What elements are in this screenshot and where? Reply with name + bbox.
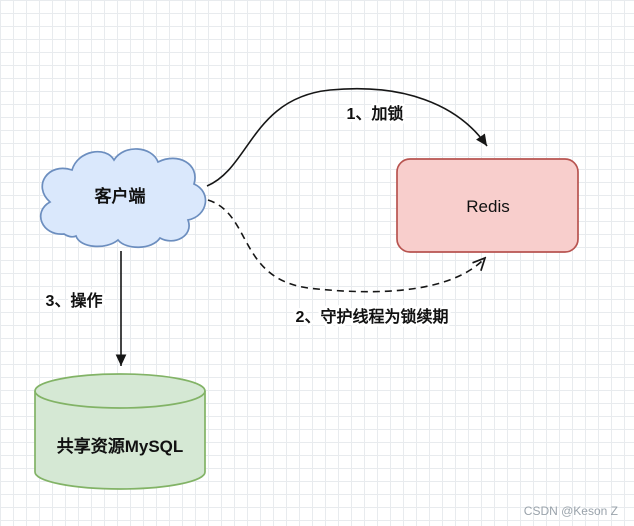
edge-operate-label: 3、操作 [46, 291, 103, 310]
edge-lock-arrow [206, 87, 488, 187]
client-label: 客户端 [94, 186, 146, 206]
mysql-cylinder-body [34, 373, 206, 490]
cloud-shape [39, 148, 207, 249]
node-mysql: 共享资源MySQL [34, 373, 206, 490]
mysql-cylinder-lid [34, 390, 206, 409]
edge-renew-label: 2、守护线程为锁续期 [296, 307, 449, 326]
watermark: CSDN @Keson Z [523, 504, 618, 518]
mysql-label: 共享资源MySQL [57, 436, 184, 456]
node-redis: Redis [396, 158, 579, 253]
redis-shape [396, 158, 579, 253]
edge-renew-arrow [207, 199, 485, 293]
redis-label: Redis [466, 197, 509, 216]
edge-lock-label: 1、加锁 [347, 104, 404, 123]
node-client: 客户端 [39, 148, 207, 249]
